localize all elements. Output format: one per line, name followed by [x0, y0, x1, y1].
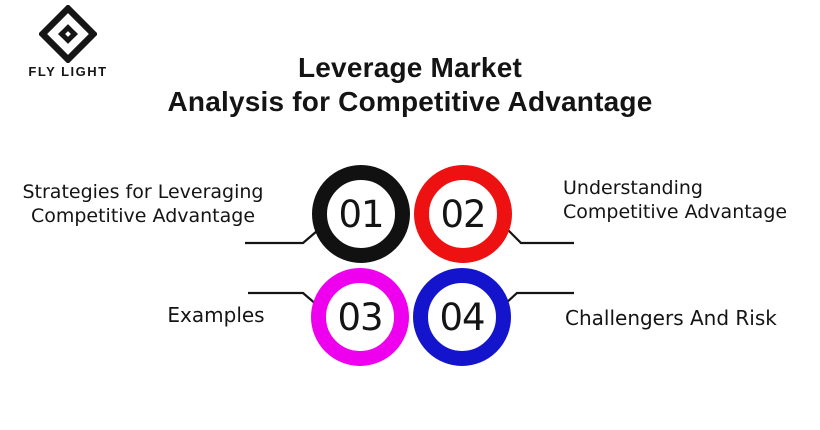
- connector-step-01: [245, 230, 318, 245]
- title-line-1: Leverage Market: [297, 52, 522, 83]
- page-title: Leverage Market Analysis for Competitive…: [0, 51, 820, 119]
- label-strategies: Strategies for Leveraging Competitive Ad…: [16, 180, 270, 228]
- label-examples: Examples: [136, 303, 296, 327]
- label-challengers: Challengers And Risk: [565, 306, 795, 330]
- label-challengers-line-1: Challengers And Risk: [565, 306, 777, 330]
- step-number-04: 04: [439, 295, 485, 339]
- step-circle-01: 01: [312, 165, 410, 263]
- label-strategies-line-1: Strategies for Leveraging: [22, 181, 264, 203]
- step-number-01: 01: [338, 192, 384, 236]
- step-circle-04: 04: [413, 268, 511, 366]
- connector-step-02: [506, 228, 574, 245]
- step-circle-03: 03: [311, 268, 409, 366]
- label-examples-line-1: Examples: [167, 303, 265, 327]
- logo-diamond-icon: [39, 5, 97, 63]
- step-number-03: 03: [337, 295, 383, 339]
- brand-name: FLY LIGHT: [28, 64, 108, 79]
- title-line-2: Analysis for Competitive Advantage: [167, 86, 653, 117]
- step-circle-02: 02: [414, 165, 512, 263]
- label-understanding-line-1: Understanding: [563, 177, 703, 199]
- brand-logo: FLY LIGHT: [22, 5, 114, 79]
- step-number-02: 02: [440, 192, 486, 236]
- label-understanding: Understanding Competitive Advantage: [563, 176, 803, 224]
- label-strategies-line-2: Competitive Advantage: [30, 205, 256, 227]
- label-understanding-line-2: Competitive Advantage: [563, 201, 788, 223]
- connector-step-04: [503, 291, 574, 306]
